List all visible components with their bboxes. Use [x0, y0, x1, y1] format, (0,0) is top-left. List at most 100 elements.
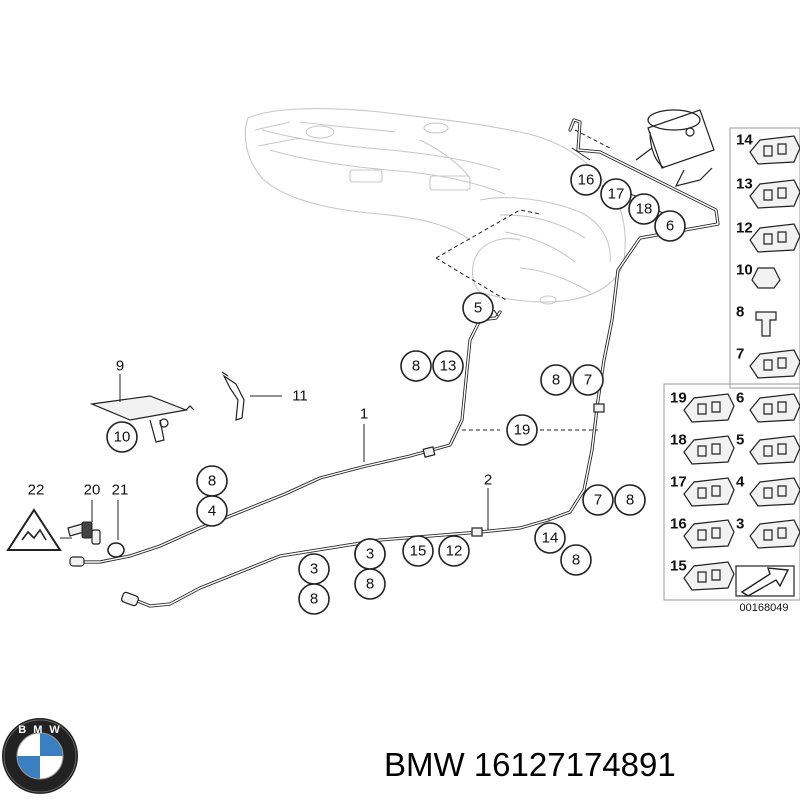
- fuel-tank-outline: [244, 108, 626, 305]
- callout-circle: [600, 178, 632, 210]
- callout-label: 8: [552, 372, 560, 389]
- callout-label: 8: [412, 358, 420, 375]
- clip-part-icon: [683, 477, 735, 507]
- bracket-9: [89, 374, 195, 443]
- callout-8: 8: [400, 350, 432, 382]
- panel-item-number: 6: [736, 390, 744, 407]
- charcoal-canister: [635, 109, 715, 187]
- clip-part-icon: [749, 223, 800, 253]
- callout-17: 17: [600, 178, 632, 210]
- callout-label: 19: [514, 422, 531, 439]
- panel-item-18: 18: [670, 432, 735, 465]
- panel-item-number: 17: [670, 474, 687, 491]
- callout-10: 10: [106, 421, 138, 453]
- panel-item-number: 16: [670, 516, 687, 533]
- callout-circle: [560, 544, 592, 576]
- callout-circle: [654, 210, 686, 242]
- panel-item-number: 14: [736, 132, 753, 149]
- clip-part-icon: [749, 519, 800, 549]
- brand-name: BMW: [384, 746, 466, 783]
- callout-3: 3: [354, 538, 386, 570]
- callout-8: 8: [298, 583, 330, 615]
- panel-item-number: 7: [736, 346, 744, 363]
- panel-item-number: 5: [736, 432, 744, 449]
- callout-label: 3: [366, 546, 374, 563]
- callout-label: 18: [636, 201, 653, 218]
- callout-circle: [534, 522, 566, 554]
- callout-18: 18: [628, 193, 660, 225]
- callout-group: 161718658138719108478148315123838: [106, 164, 686, 615]
- label-9: 9: [116, 358, 124, 375]
- clip-part-icon: [749, 477, 800, 507]
- callout-label: 5: [474, 300, 482, 317]
- panel-item-7: 7: [736, 346, 800, 379]
- callout-circle: [354, 538, 386, 570]
- panel-item-number: 4: [736, 474, 745, 491]
- clip-11: [221, 371, 282, 421]
- clip-part-icon: [683, 435, 735, 465]
- doc-number: 00168049: [740, 602, 789, 614]
- label-20: 20: [84, 482, 101, 499]
- panel-item-14: 14: [736, 132, 800, 165]
- callout-13: 13: [432, 350, 464, 382]
- callout-label: 3: [310, 561, 318, 578]
- panel-item-number: 12: [736, 220, 753, 237]
- panel-item-number: 8: [736, 304, 744, 321]
- panel-item-12: 12: [736, 220, 800, 253]
- callout-label: 13: [440, 358, 457, 375]
- panel-item-number: 19: [670, 390, 687, 407]
- callout-label: 14: [542, 530, 559, 547]
- callout-16: 16: [570, 164, 602, 196]
- callout-7: 7: [572, 364, 604, 396]
- bmw-logo: B M W: [2, 718, 78, 794]
- clip-part-icon: [751, 267, 781, 289]
- callout-5: 5: [462, 292, 494, 324]
- clip-part-icon: [749, 349, 800, 379]
- callout-circle: [582, 484, 614, 516]
- callout-19: 19: [506, 414, 538, 446]
- label-22: 22: [28, 482, 45, 499]
- callout-circle: [402, 535, 434, 567]
- label-21: 21: [112, 482, 129, 499]
- callout-label: 10: [114, 429, 131, 446]
- callout-circle: [614, 484, 646, 516]
- panel-item-4: 4: [736, 474, 800, 507]
- callout-label: 17: [608, 186, 625, 203]
- panel-item-6: 6: [736, 390, 800, 423]
- clip-part-icon: [749, 135, 800, 165]
- panel-item-8: 8: [736, 304, 777, 337]
- panel-item-17: 17: [670, 474, 735, 507]
- panel-item-15: 15: [670, 558, 735, 591]
- reference-lines: [435, 129, 611, 431]
- callout-7: 7: [582, 484, 614, 516]
- callout-label: 16: [578, 172, 595, 189]
- callout-circle: [506, 414, 538, 446]
- label-2: 2: [484, 472, 492, 489]
- callout-8: 8: [540, 364, 572, 396]
- callout-8: 8: [196, 465, 228, 497]
- panel-item-16: 16: [670, 516, 735, 549]
- label-1: 1: [360, 406, 368, 423]
- callout-8: 8: [354, 568, 386, 600]
- brand-part-number: BMW 16127174891: [384, 746, 676, 783]
- panel-item-number: 15: [670, 558, 687, 575]
- panel-item-number: 13: [736, 176, 753, 193]
- callout-label: 8: [208, 473, 216, 490]
- plain-labels: 9 11 1 2 22 20 21: [28, 358, 493, 499]
- clip-part-icon: [683, 561, 735, 591]
- panel-item-number: 18: [670, 432, 687, 449]
- bmw-logo-letters: B M W: [18, 724, 62, 736]
- clip-part-icon: [749, 179, 800, 209]
- o-ring-21: [107, 500, 125, 558]
- callout-4: 4: [196, 495, 228, 527]
- callout-label: 7: [594, 492, 602, 509]
- callout-label: 7: [584, 372, 592, 389]
- fuel-pipes: [69, 118, 720, 608]
- callout-circle: [298, 583, 330, 615]
- callout-label: 8: [626, 492, 634, 509]
- callout-label: 15: [410, 543, 427, 560]
- callout-15: 15: [402, 535, 434, 567]
- callout-label: 6: [666, 218, 674, 235]
